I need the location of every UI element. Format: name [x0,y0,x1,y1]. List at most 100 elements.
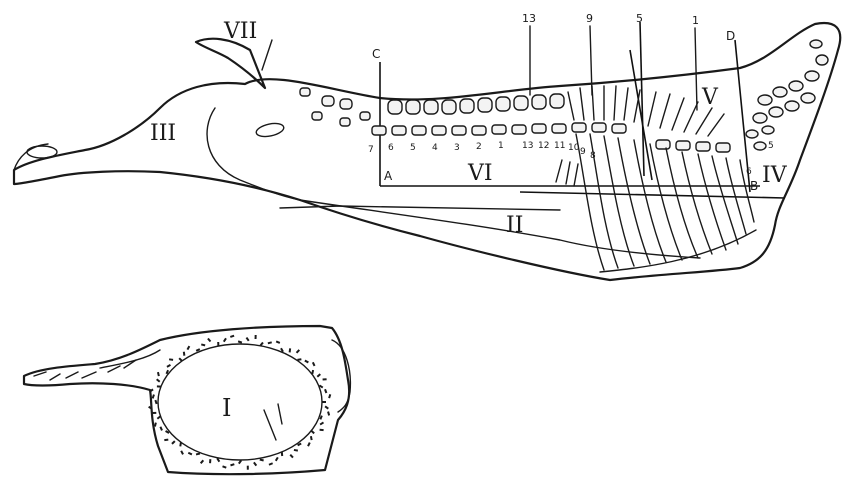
speckle [317,373,321,377]
region-label-II: II [506,213,523,238]
line-label-C: C [372,47,380,61]
vertebra [432,126,446,135]
speckle [281,452,283,456]
vertebra-number: 8 [590,151,596,161]
rib-number-1: 1 [692,14,699,27]
vertebra [360,112,370,120]
line-label-B: B [750,179,758,193]
minor-number: 5 [768,141,774,151]
vertebra [340,118,350,126]
vertebra [312,112,322,120]
lower-piece: I [24,326,350,474]
cross-section-speckles [148,335,331,470]
vertebra [758,95,772,105]
region-label-V: V [701,85,719,110]
process [696,108,712,134]
minor-number: 6 [746,167,752,177]
speckle [196,453,200,456]
line-5 [640,22,644,176]
speckle [222,465,226,468]
vertebrae-lower-row [372,123,730,152]
vertebra [372,126,386,135]
process [568,92,574,120]
upper-carcass: III VII VI II V IV C A D B 13 9 5 1 7 6 … [14,12,840,280]
rib-number-5: 5 [636,12,643,25]
vertebra-number: 6 [388,143,394,153]
lower-piece-outline [24,326,349,474]
region-label-IV: IV [762,163,788,188]
vertebra [592,123,606,132]
vertebra [424,100,438,114]
vertebra [656,140,670,149]
rib-number-13: 13 [522,12,536,25]
process [592,86,594,120]
vertebra [552,124,566,133]
vertebra-number: 9 [580,147,586,157]
speckle [327,411,330,415]
region-label-VI: VI [467,161,493,186]
vertebrae-upper-row [322,94,564,114]
speckle [154,422,157,426]
vertebra [696,142,710,151]
vertebra [746,130,758,138]
vertebra-number: 10 [568,143,580,153]
speckle [269,462,273,465]
vertebra [754,142,766,150]
vertebra-number: 3 [454,143,460,153]
vertebra [816,55,828,65]
speckle [152,412,156,414]
speckle [188,452,192,456]
process [708,114,724,136]
speckle [169,358,173,361]
speckle [323,378,327,380]
vertebra [472,126,486,135]
speckle [322,401,326,403]
line-label-A: A [384,169,393,183]
rib [650,144,682,260]
vertebra [512,125,526,134]
speckle [183,352,186,356]
process [648,92,656,126]
rib [634,140,666,262]
speckle [164,439,168,441]
vertebra [392,126,406,135]
speckle [238,340,242,343]
cut-line-lower [520,192,785,198]
speckle [207,338,211,342]
speckle [166,364,170,368]
speckle [152,394,155,398]
central-marks [264,404,282,440]
cross-section-ring [158,344,322,460]
rib [698,154,726,250]
speckle [200,460,204,464]
process [614,86,616,120]
neck-vertebrae [746,40,828,150]
process [624,88,628,120]
speckle [320,429,324,431]
vertebra [785,101,799,111]
vertebra [762,126,774,134]
speckle [260,459,264,462]
vertebra [388,100,402,114]
vertebra [773,87,787,97]
lower-piece-tail-marks [34,360,136,380]
vertebra [612,124,626,133]
speckle [247,466,249,470]
process [684,102,698,132]
vertebra [452,126,466,135]
cartilage-marks [556,160,578,186]
lower-piece-top-line [100,350,160,368]
vertebra [460,99,474,113]
vertebra [442,100,456,114]
speckle [179,442,182,446]
speckle [230,335,234,338]
vertebra-number: 5 [410,143,416,153]
rib-number-9: 9 [586,12,593,25]
speckle [296,349,300,353]
speckle [171,440,175,444]
speckle [304,360,308,364]
speckle [209,459,211,463]
speckle [230,463,234,466]
